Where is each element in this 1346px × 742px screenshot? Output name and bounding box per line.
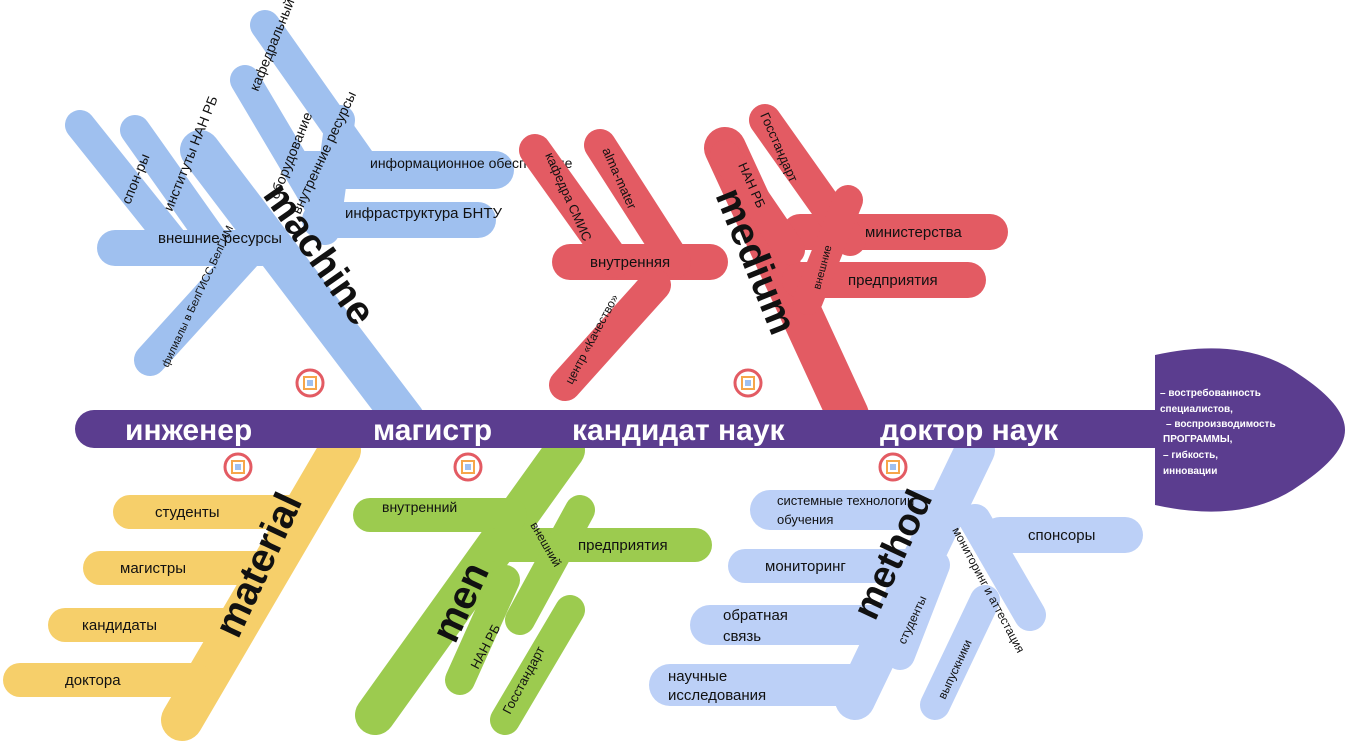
machine-group: machine информационное обеспечение инфра… (65, 0, 573, 440)
head-line-6: инновации (1163, 466, 1217, 477)
head-line-3: – воспроизводимость (1166, 419, 1276, 430)
method-branch-label-2: мониторинг (765, 558, 846, 575)
method-twig-1 (959, 504, 1046, 631)
medium-twig-1 (519, 134, 631, 278)
material-branch-label-4: доктора (65, 672, 121, 689)
university-logo-icon (223, 452, 253, 482)
method-twig-3 (920, 585, 1000, 720)
university-logo-icon (453, 452, 483, 482)
machine-branch-label-3: внешние ресурсы (158, 230, 282, 247)
medium-twig-5 (793, 185, 863, 315)
spine-stage-2: магистр (373, 414, 492, 447)
spine-group: инженер магистр кандидат наук доктор нау… (75, 348, 1345, 512)
material-branch-label-1: студенты (155, 504, 220, 521)
medium-group: medium министерства предприятия внутренн… (519, 104, 1008, 436)
method-branch-label-4b: исследования (668, 687, 766, 704)
men-twig-1 (505, 495, 595, 635)
medium-twig-2 (584, 129, 691, 278)
spine-bar (75, 410, 1185, 448)
medium-branch-label-2: предприятия (848, 272, 938, 289)
method-branch-label-1: системные технологии (777, 493, 914, 508)
method-twig-2 (885, 550, 950, 670)
head-line-1: – востребованность (1160, 387, 1261, 399)
head-line-2: специалистов, (1160, 404, 1233, 415)
spine-stage-3: кандидат наук (572, 414, 786, 447)
medium-branch-label-3: внутренняя (590, 254, 670, 271)
head-line-4: ПРОГРАММЫ, (1163, 434, 1233, 445)
machine-twig-2 (120, 115, 235, 265)
university-logo-icon (878, 452, 908, 482)
fish-head (1155, 348, 1345, 512)
method-group: method системные технологии обучения мон… (649, 430, 1143, 720)
spine-stage-1: инженер (125, 414, 252, 447)
men-branch-label-1: внутренний (382, 499, 457, 515)
men-bone (355, 430, 585, 735)
machine-branch-label-2: инфраструктура БНТУ (345, 205, 503, 222)
men-twig-3 (490, 595, 585, 735)
spine-stage-4: доктор наук (880, 414, 1059, 447)
machine-bone (180, 130, 425, 440)
men-group: men внутренний предприятия внешний НАН Р… (353, 430, 712, 735)
method-branch-label-3: обратная (723, 607, 788, 624)
material-group: material студенты магистры кандидаты док… (3, 429, 361, 741)
machine-twig-4 (230, 65, 340, 230)
method-branch-label-4: научные (668, 668, 727, 685)
medium-twig-6 (549, 269, 671, 401)
method-branch-label-3b: связь (723, 628, 761, 645)
machine-twig-1 (65, 110, 195, 265)
method-branch-label-1b: обучения (777, 512, 833, 527)
medium-twig-4 (710, 140, 805, 265)
men-branch-label-2: предприятия (578, 537, 668, 554)
university-logo-icon (295, 368, 325, 398)
method-branch-label-5: спонсоры (1028, 527, 1095, 544)
men-twig-2 (445, 565, 520, 695)
head-line-5: – гибкость, (1163, 449, 1218, 461)
medium-branch-label-1: министерства (865, 224, 962, 241)
material-branch-label-3: кандидаты (82, 617, 157, 634)
material-branch-label-2: магистры (120, 560, 186, 577)
machine-twig-6 (134, 234, 266, 376)
university-logo-icon (733, 368, 763, 398)
machine-twig-5 (310, 105, 355, 245)
